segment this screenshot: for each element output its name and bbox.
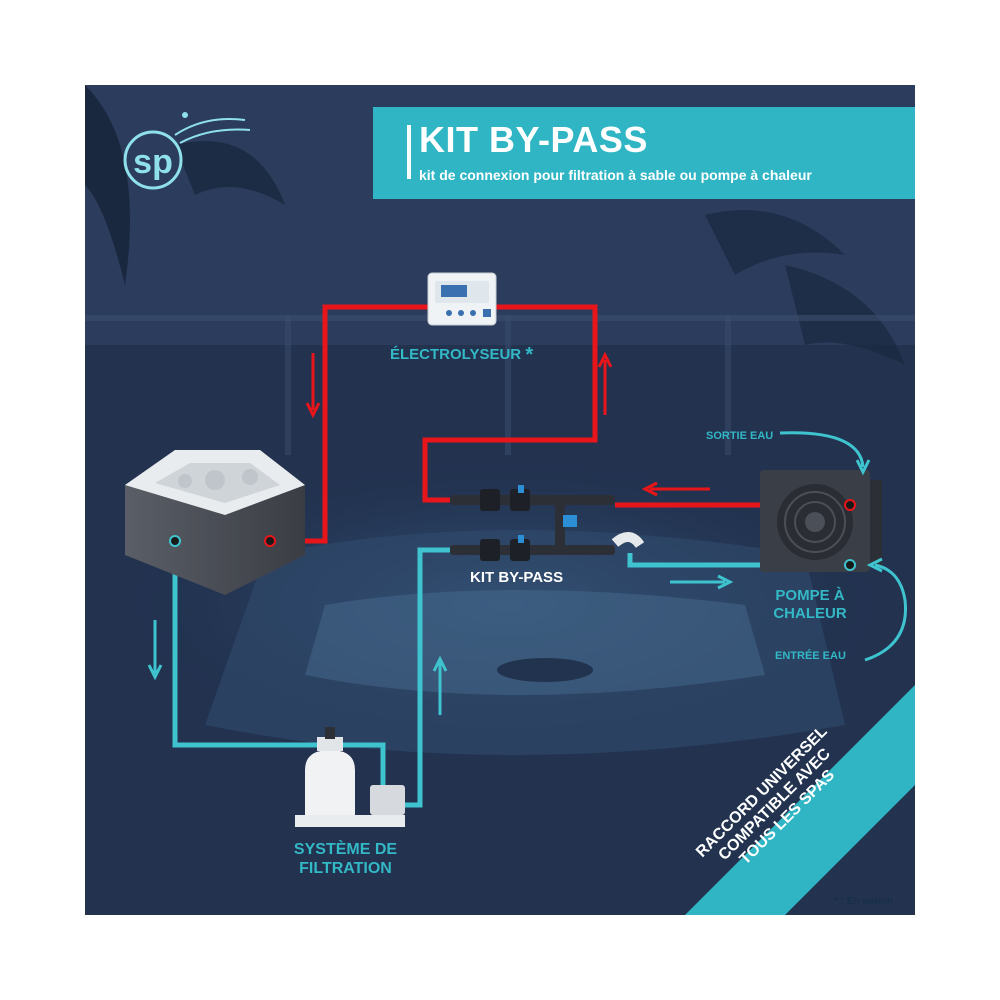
bypass-valves	[450, 485, 645, 561]
pompe-label-line2: CHALEUR	[773, 605, 847, 622]
kit-bypass-label: KIT BY-PASS	[470, 569, 564, 586]
filtration-label-line2: FILTRATION	[299, 860, 392, 877]
pompe-label: POMPE À CHALEUR	[760, 587, 860, 623]
spa-tub	[125, 450, 305, 595]
diagram-drawing: sp	[85, 85, 915, 915]
filtration-label: SYSTÈME DE FILTRATION	[278, 840, 413, 878]
ribbon-band	[685, 685, 915, 915]
entree-eau-label: ENTRÉE EAU	[775, 650, 846, 662]
flow-arrow	[147, 351, 907, 715]
electrolyseur-text: ÉLECTROLYSEUR	[390, 346, 522, 363]
sortie-eau-label: SORTIE EAU	[706, 430, 774, 442]
sand-filter	[295, 727, 405, 827]
page-title: KIT BY-PASS	[419, 119, 648, 160]
title-divider	[407, 125, 411, 179]
svg-text:sp: sp	[133, 143, 173, 181]
title-banner: KIT BY-PASS kit de connexion pour filtra…	[373, 107, 915, 199]
electrolyseur-label: ÉLECTROLYSEUR *	[390, 344, 533, 367]
logo-sp: sp	[123, 112, 251, 190]
heat-pump	[760, 470, 882, 572]
pompe-label-line1: POMPE À	[775, 587, 845, 604]
footnote: * : En option	[834, 896, 893, 907]
page-subtitle: kit de connexion pour filtration à sable…	[419, 167, 812, 183]
asterisk-mark: *	[525, 344, 534, 366]
electrolyser	[427, 272, 497, 326]
diagram-scene: sp	[85, 85, 915, 915]
filtration-label-line1: SYSTÈME DE	[293, 841, 398, 858]
